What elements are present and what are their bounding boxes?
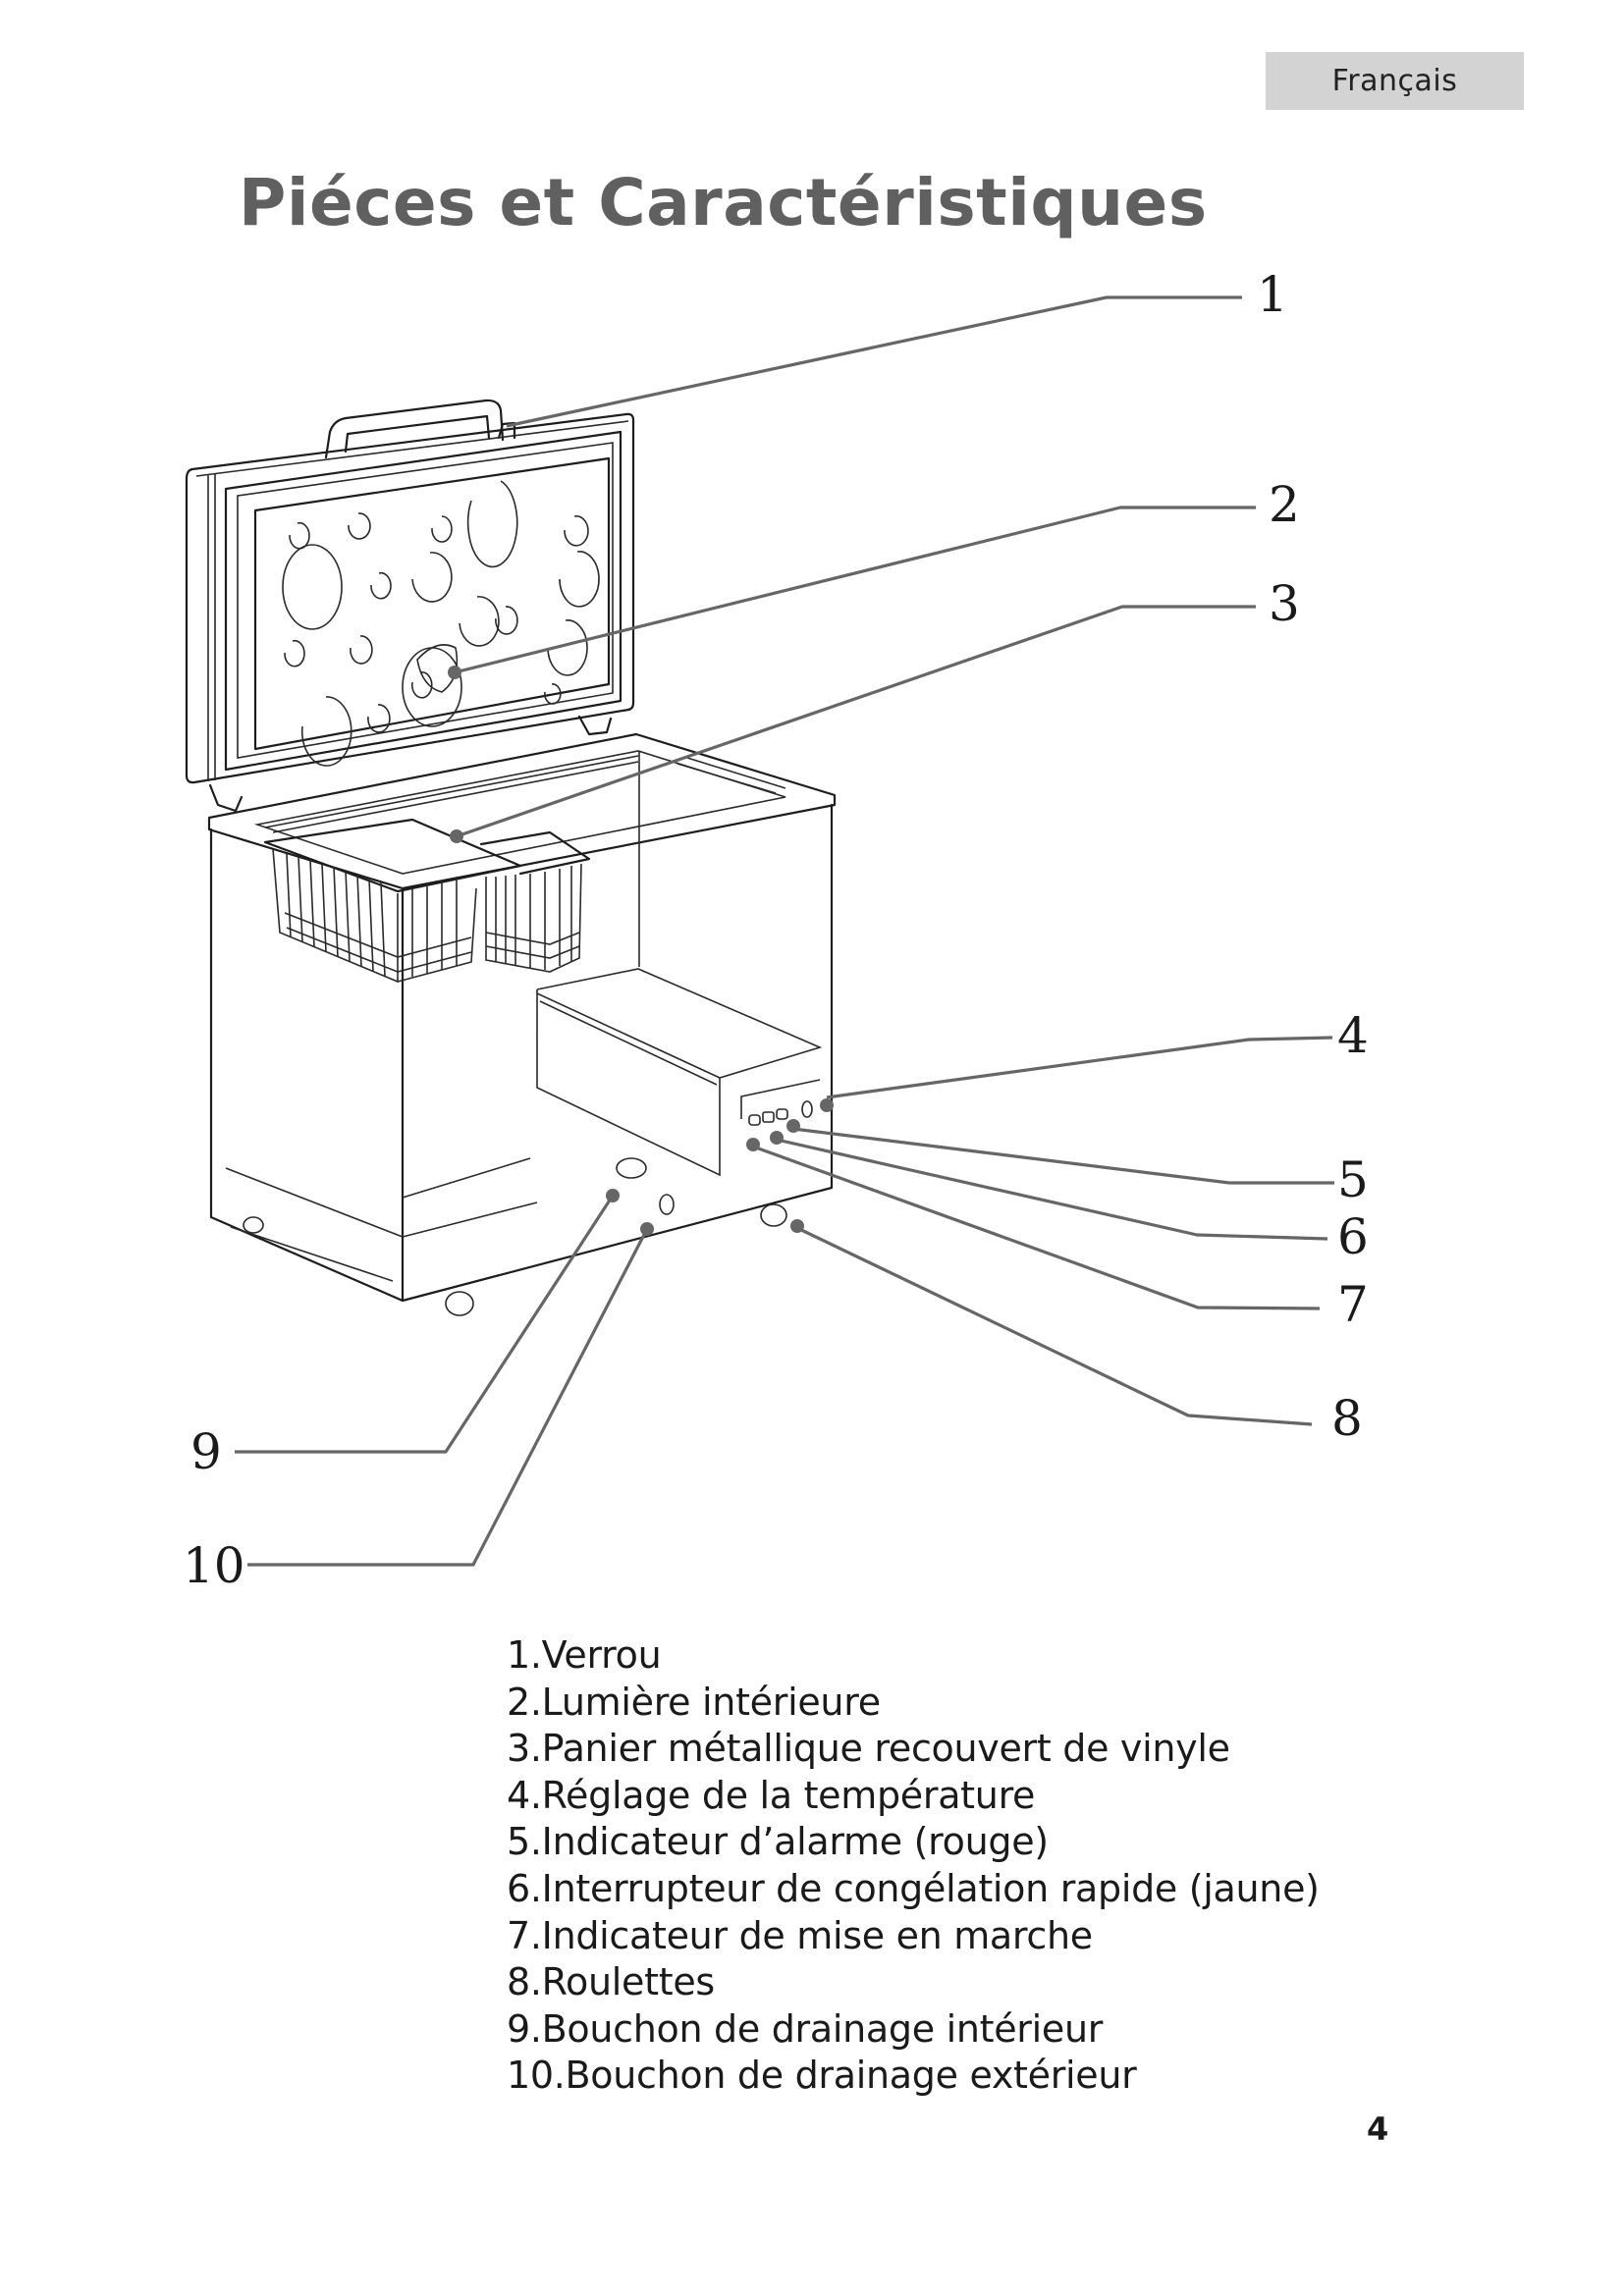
body-front-face [401,803,834,1303]
leader-line-9 [235,1195,615,1454]
lid-hinge-right [577,715,613,736]
lid-handle [324,399,505,459]
basket-left-wires [284,853,472,978]
parts-list-item: 1.Verrou [507,1633,662,1677]
lid-outer [185,412,635,784]
parts-list-item: 5.Indicateur d’alarme (rouge) [507,1820,1049,1864]
callout-number-3: 3 [1269,575,1300,632]
freezer-diagram: 1 2 3 4 5 6 7 8 9 10 [183,266,1369,1594]
lid-rim [195,420,629,781]
lid-liner-panel [253,456,611,751]
leader-line-6 [776,1138,1328,1241]
leader-line-10 [247,1228,649,1567]
leader-line-7 [752,1145,1321,1310]
language-label: Français [1331,64,1458,98]
leader-line-3 [456,605,1256,838]
parts-list-item: 9.Bouchon de drainage intérieur [507,2006,1104,2051]
callouts: 1 2 3 4 5 6 7 8 9 10 [183,266,1369,1594]
callout-number-6: 6 [1337,1208,1369,1265]
leader-line-8 [796,1226,1313,1426]
body-rim-gasket [264,755,786,833]
callout-dot-6 [770,1131,784,1145]
leader-line-5 [792,1127,1334,1185]
basket-left-rim [263,818,522,893]
page-number: 4 [1367,2110,1389,2148]
page-title: Piéces et Caractéristiques [239,165,1208,240]
parts-list-item: 7.Indicateur de mise en marche [507,1913,1093,1957]
parts-list-item: 6.Interrupteur de congélation rapide (ja… [507,1866,1320,1910]
basket-right-rim [479,830,591,876]
freezer-body [207,732,837,1316]
parts-list-item: 10.Bouchon de drainage extérieur [507,2054,1137,2098]
lid-hinge-left [208,783,244,813]
lid-inner-bevel [237,442,614,759]
basket-right-wires [485,863,582,973]
basket-left-frame [272,848,477,984]
body-top-rim [207,732,837,890]
caster-icon [243,1203,787,1316]
callout-number-1: 1 [1257,266,1288,323]
interior-drain-plug-icon [616,1157,647,1179]
body-floor-lines [225,1157,538,1282]
callout-number-5: 5 [1337,1151,1369,1208]
parts-list: 1.Verrou 2.Lumière intérieure 3.Panier m… [507,1632,1320,2100]
callout-number-9: 9 [190,1423,222,1480]
leader-line-2 [454,506,1256,674]
callout-dot-4 [820,1098,834,1112]
parts-list-item: 4.Réglage de la température [507,1773,1036,1817]
body-left-face [209,828,405,1303]
lid-bubble-pattern [282,480,600,767]
parts-list-item: 2.Lumière intérieure [507,1680,881,1724]
callout-number-10: 10 [183,1537,245,1594]
callout-number-8: 8 [1331,1390,1363,1447]
lid-inner-frame [224,430,623,772]
callout-number-2: 2 [1269,476,1300,533]
temperature-knob-icon [801,1100,813,1118]
compressor-step [536,968,823,1177]
callout-number-7: 7 [1337,1276,1369,1333]
exterior-drain-plug-icon [659,1194,675,1215]
lid-handle-inner [344,414,491,454]
body-rim-inner [253,750,786,875]
language-tab: Français [1266,52,1524,110]
control-panel [740,1079,821,1126]
leader-line-4 [826,1036,1333,1099]
callout-number-4: 4 [1337,1007,1369,1064]
wire-baskets [263,818,591,984]
freezer-lid [185,399,635,813]
parts-list-item: 3.Panier métallique recouvert de vinyle [507,1727,1230,1771]
parts-list-item: 8.Roulettes [507,1960,715,2004]
leader-line-1 [506,295,1242,428]
